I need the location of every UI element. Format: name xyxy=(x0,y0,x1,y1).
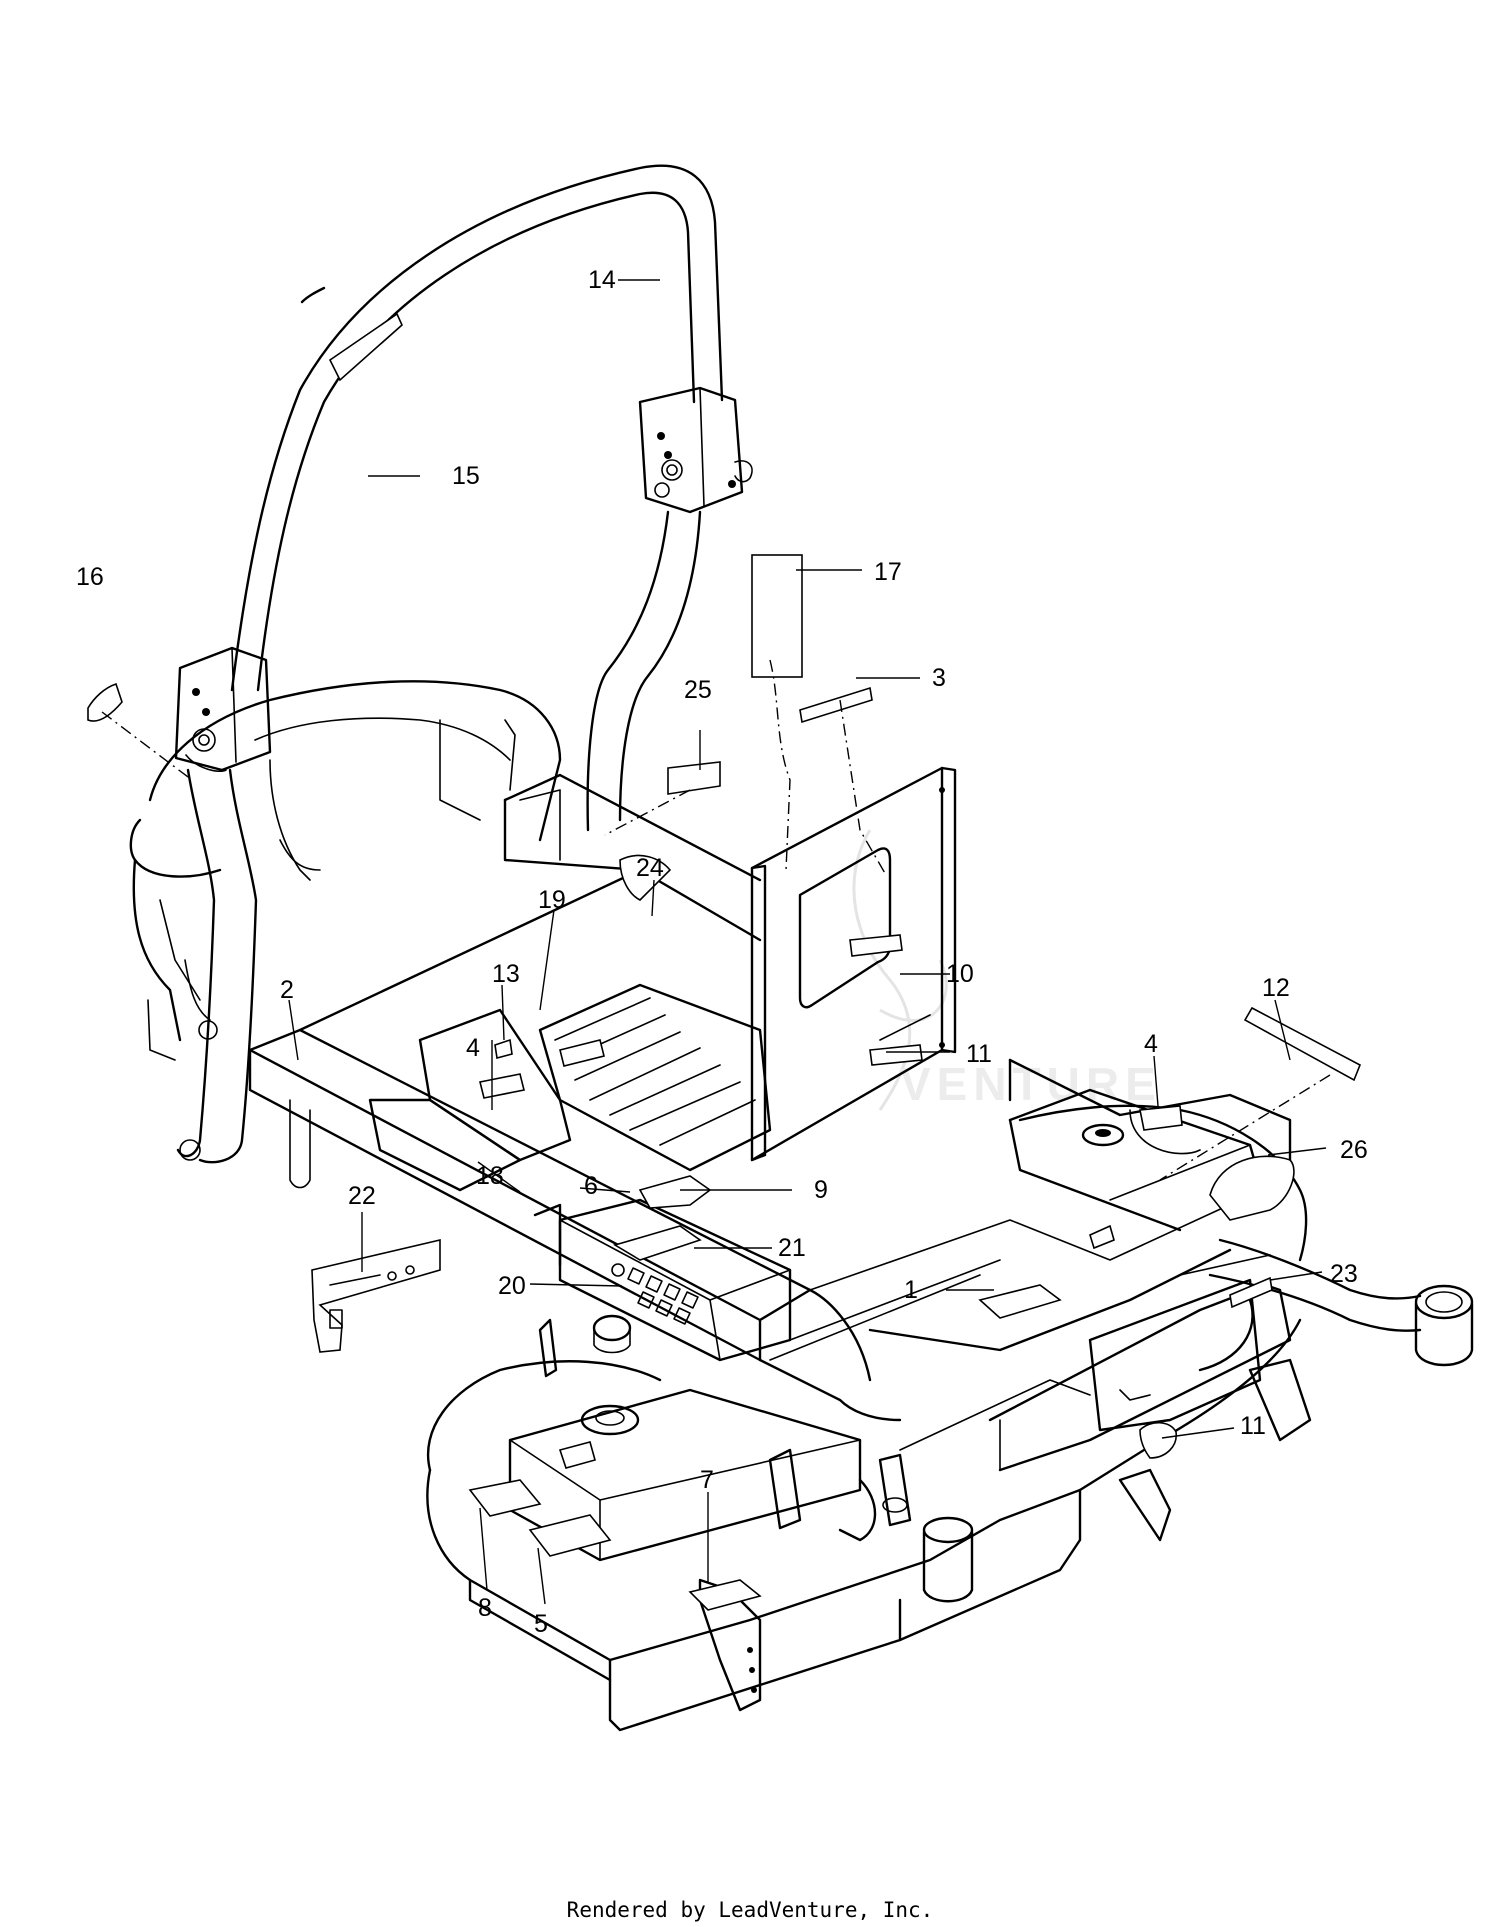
callout-4-right: 4 xyxy=(1144,1030,1158,1058)
decal-27 xyxy=(1209,1155,1295,1221)
decal-7 xyxy=(688,1579,762,1611)
decal-1 xyxy=(978,1284,1062,1319)
callout-9: 9 xyxy=(814,1176,828,1204)
callout-4-left: 4 xyxy=(466,1034,480,1062)
decal-9 xyxy=(1089,1224,1115,1250)
callout-7: 7 xyxy=(700,1466,714,1494)
callout-12: 11 xyxy=(1240,1412,1266,1440)
callout-6: 6 xyxy=(584,1172,598,1200)
callout-19: 18 xyxy=(476,1162,504,1190)
mower-deck xyxy=(426,1104,1312,1732)
callout-22: 21 xyxy=(778,1234,806,1262)
decal-14 xyxy=(494,1038,513,1060)
decal-23 xyxy=(311,1238,441,1353)
callout-5: 5 xyxy=(534,1610,548,1638)
callout-24: 23 xyxy=(1330,1260,1358,1288)
dashed-leaders xyxy=(101,659,1331,1181)
decal-24 xyxy=(1229,1276,1273,1309)
callout-18: 17 xyxy=(874,558,902,586)
decal-22 xyxy=(613,1225,702,1261)
roll-bar xyxy=(174,164,753,1164)
callout-3: 3 xyxy=(932,664,946,692)
callout-23: 22 xyxy=(348,1182,376,1210)
callout-numbers: 14 15 16 17 3 25 24 19 13 4 2 12 4 10 11… xyxy=(76,266,1368,1638)
bracket-bolt-icon xyxy=(657,432,665,440)
callout-1: 1 xyxy=(904,1276,918,1304)
callout-14: 13 xyxy=(492,960,520,988)
callout-20: 19 xyxy=(538,886,566,914)
seat-plate xyxy=(750,766,957,1162)
decal-19 xyxy=(479,1073,525,1099)
decal-18 xyxy=(751,554,803,678)
watermark: VENTURE xyxy=(852,829,1162,1111)
decal-6 xyxy=(638,1175,712,1209)
decal-20 xyxy=(559,1039,605,1067)
decal-16 xyxy=(328,312,403,382)
decal-11 xyxy=(869,1044,923,1066)
decal-26 xyxy=(667,761,721,795)
decals xyxy=(87,312,1362,1611)
callout-10: 10 xyxy=(946,960,974,988)
decal-4 xyxy=(1139,1105,1183,1131)
decal-5 xyxy=(528,1514,612,1557)
decal-inner xyxy=(558,1441,596,1469)
decal-12 xyxy=(1139,1421,1177,1459)
callout-27: 26 xyxy=(1340,1136,1368,1164)
leader-lines xyxy=(288,279,1327,1605)
callout-15: 14 xyxy=(588,266,616,294)
floor-plate xyxy=(368,983,772,1192)
callout-21: 20 xyxy=(498,1272,526,1300)
decal-8 xyxy=(468,1479,542,1517)
footer-credit: Rendered by LeadVenture, Inc. xyxy=(566,1898,934,1922)
callout-13: 12 xyxy=(1262,974,1290,1002)
decal-25 xyxy=(619,854,672,901)
decal-13 xyxy=(1243,1006,1362,1082)
callout-2: 2 xyxy=(280,976,294,1004)
rear-fender xyxy=(129,680,562,1061)
main-frame xyxy=(248,773,1474,1472)
callout-17: 16 xyxy=(76,563,104,591)
callout-16: 15 xyxy=(452,462,480,490)
decal-10 xyxy=(849,934,903,957)
watermark-text: VENTURE xyxy=(900,1058,1162,1110)
control-console xyxy=(533,1198,792,1362)
callout-26: 25 xyxy=(684,676,712,704)
decal-3 xyxy=(799,686,873,724)
decal-17 xyxy=(87,682,123,722)
callout-8: 8 xyxy=(478,1594,492,1622)
callout-11: 11 xyxy=(966,1040,992,1068)
callout-25: 24 xyxy=(636,854,664,882)
